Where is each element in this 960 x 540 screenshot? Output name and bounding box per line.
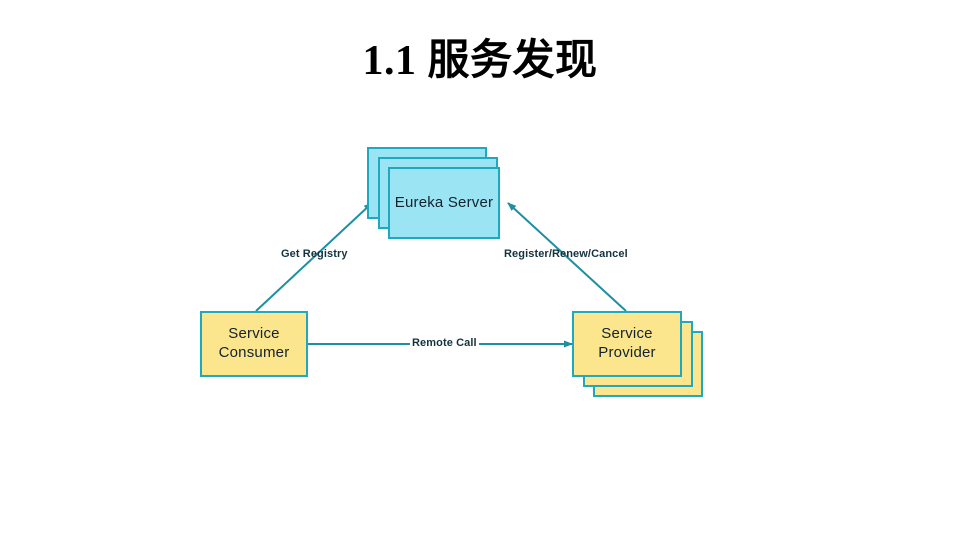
arrow-register-renew-cancel	[507, 202, 627, 312]
edge-label-register-renew-cancel: Register/Renew/Cancel	[504, 248, 628, 260]
service-consumer-box[interactable]: Service Consumer	[200, 311, 308, 377]
edge-label-remote-call: Remote Call	[410, 337, 479, 349]
service-provider-box[interactable]: Service Provider	[572, 311, 682, 377]
page-title: 1.1 服务发现	[362, 38, 598, 84]
edge-label-get-registry: Get Registry	[281, 248, 348, 260]
eureka-server-label: Eureka Server	[394, 193, 494, 211]
eureka-server-box[interactable]: Eureka Server	[388, 167, 500, 239]
service-consumer-label: Service Consumer	[218, 325, 290, 361]
service-provider-label: Service Provider	[598, 325, 656, 361]
arrow-get-registry	[255, 202, 373, 312]
